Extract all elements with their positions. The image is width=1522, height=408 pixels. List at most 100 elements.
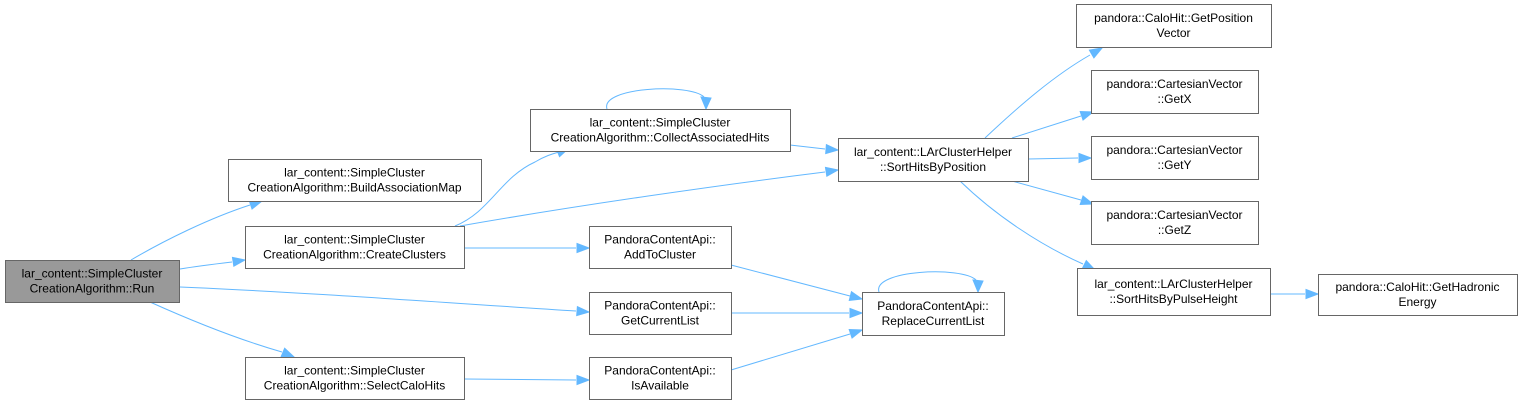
node-label-line: lar_content::SimpleCluster [590,116,731,130]
arrowhead-icon [1079,110,1095,121]
node-box [589,292,732,335]
node-collect-hits[interactable]: lar_content::SimpleClusterCreationAlgori… [530,109,791,152]
node-label-line: CreationAlgorithm::BuildAssociationMap [247,181,461,195]
node-box [1091,201,1259,245]
node-box [1077,268,1271,316]
node-build-assoc[interactable]: lar_content::SimpleClusterCreationAlgori… [228,159,482,202]
edge-line [459,171,826,227]
node-label-line: AddToCluster [624,248,696,262]
edge-line [1011,115,1082,139]
node-label-line: CreationAlgorithm::SelectCaloHits [264,379,445,393]
node-get-y[interactable]: pandora::CartesianVector::GetY [1091,136,1259,180]
edge-createClusters-to-sortByPos [459,166,840,227]
edge-line [463,378,577,381]
node-box [530,109,791,152]
node-label-line: pandora::CartesianVector [1106,77,1242,91]
edge-line [730,264,851,297]
edge-run-to-buildAssoc [130,199,264,261]
arrowhead-icon [576,242,591,254]
node-create-clusters[interactable]: lar_content::SimpleClusterCreationAlgori… [245,226,465,269]
node-sort-by-pulse[interactable]: lar_content::LArClusterHelper::SortHitsB… [1077,268,1271,316]
arrowhead-icon [700,96,712,111]
node-label-line: ReplaceCurrentList [882,314,985,328]
edge-run-to-getCurrentList [179,286,591,317]
node-box [589,226,732,269]
arrowhead-icon [1079,195,1095,206]
node-replace-list[interactable]: PandoraContentApi::ReplaceCurrentList [862,292,1005,336]
node-get-current-list[interactable]: PandoraContentApi::GetCurrentList [589,292,732,335]
node-label-line: PandoraContentApi:: [877,299,988,313]
node-label-line: ::GetX [1157,92,1191,106]
node-label-line: ::GetY [1157,158,1191,172]
node-add-to-cluster[interactable]: PandoraContentApi::AddToCluster [589,226,732,269]
arrowhead-icon [576,305,591,317]
edge-replaceList-self-loop [878,271,984,294]
node-label-line: PandoraContentApi:: [604,299,715,313]
node-box [5,260,180,303]
node-run: lar_content::SimpleClusterCreationAlgori… [5,260,180,303]
edge-line [606,88,705,110]
edge-sortByPos-to-getZ [1011,180,1095,206]
node-label-line: ::SortHitsByPosition [880,160,986,174]
node-sort-by-pos[interactable]: lar_content::LArClusterHelper::SortHitsB… [838,138,1029,182]
node-get-z[interactable]: pandora::CartesianVector::GetZ [1091,201,1259,245]
arrowhead-icon [848,328,864,339]
edge-sortByPulse-to-getHadronic [1270,288,1320,300]
arrowhead-icon [1078,152,1093,164]
node-box [838,138,1029,182]
edge-line [149,301,283,353]
edge-line [179,261,233,270]
arrowhead-icon [824,166,840,178]
edge-run-to-selectCalo [149,301,296,358]
arrowhead-icon [576,374,591,386]
node-label-line: lar_content::LArClusterHelper [854,145,1012,159]
node-label-line: lar_content::SimpleCluster [284,166,425,180]
edge-line [1011,180,1082,201]
node-is-available[interactable]: PandoraContentApi::IsAvailable [589,357,732,400]
node-get-x[interactable]: pandora::CartesianVector::GetX [1091,70,1259,114]
node-box [1091,70,1259,114]
call-nodes: lar_content::SimpleClusterCreationAlgori… [5,4,1518,400]
node-label-line: lar_content::SimpleCluster [284,364,425,378]
node-label-line: IsAvailable [631,379,689,393]
node-box [589,357,732,400]
edge-isAvailable-to-replaceList [730,328,864,371]
node-select-calo[interactable]: lar_content::SimpleClusterCreationAlgori… [245,357,465,400]
node-label-line: CreationAlgorithm::CollectAssociatedHits [551,131,770,145]
edge-sortByPos-to-getY [1027,152,1093,164]
node-box [228,159,482,202]
arrowhead-icon [280,347,296,358]
arrowhead-icon [972,279,984,294]
arrowhead-icon [825,143,840,155]
node-label-line: GetCurrentList [621,314,700,328]
edge-line [454,151,560,227]
edge-line [730,333,851,371]
node-label-line: PandoraContentApi:: [604,233,715,247]
node-label-line: ::SortHitsByPulseHeight [1109,292,1238,306]
node-label-line: lar_content::SimpleCluster [22,267,163,281]
node-label-line: CreationAlgorithm::Run [30,282,155,296]
edge-getCurrentList-to-replaceList [731,307,864,319]
edge-line [1027,157,1079,160]
arrowhead-icon [1088,47,1104,59]
edge-line [789,144,826,150]
arrowhead-icon [848,290,864,302]
node-label-line: pandora::CaloHit::GetPosition [1094,11,1253,25]
edge-sortByPos-to-getPosVec [984,47,1104,139]
node-box [862,292,1005,336]
node-label-line: pandora::CaloHit::GetHadronic [1335,280,1499,294]
edge-addToCluster-to-replaceList [730,264,864,302]
edge-selectCalo-to-isAvailable [463,374,591,386]
arrowhead-icon [849,307,864,319]
node-label-line: ::GetZ [1158,223,1191,237]
edge-run-to-createClusters [179,256,247,270]
edge-createClusters-to-addToCluster [464,242,591,254]
node-label-line: CreationAlgorithm::CreateClusters [263,248,446,262]
edge-line [878,271,977,293]
node-box [1318,274,1518,316]
node-label-line: Vector [1156,26,1190,40]
edge-line [959,180,1084,265]
